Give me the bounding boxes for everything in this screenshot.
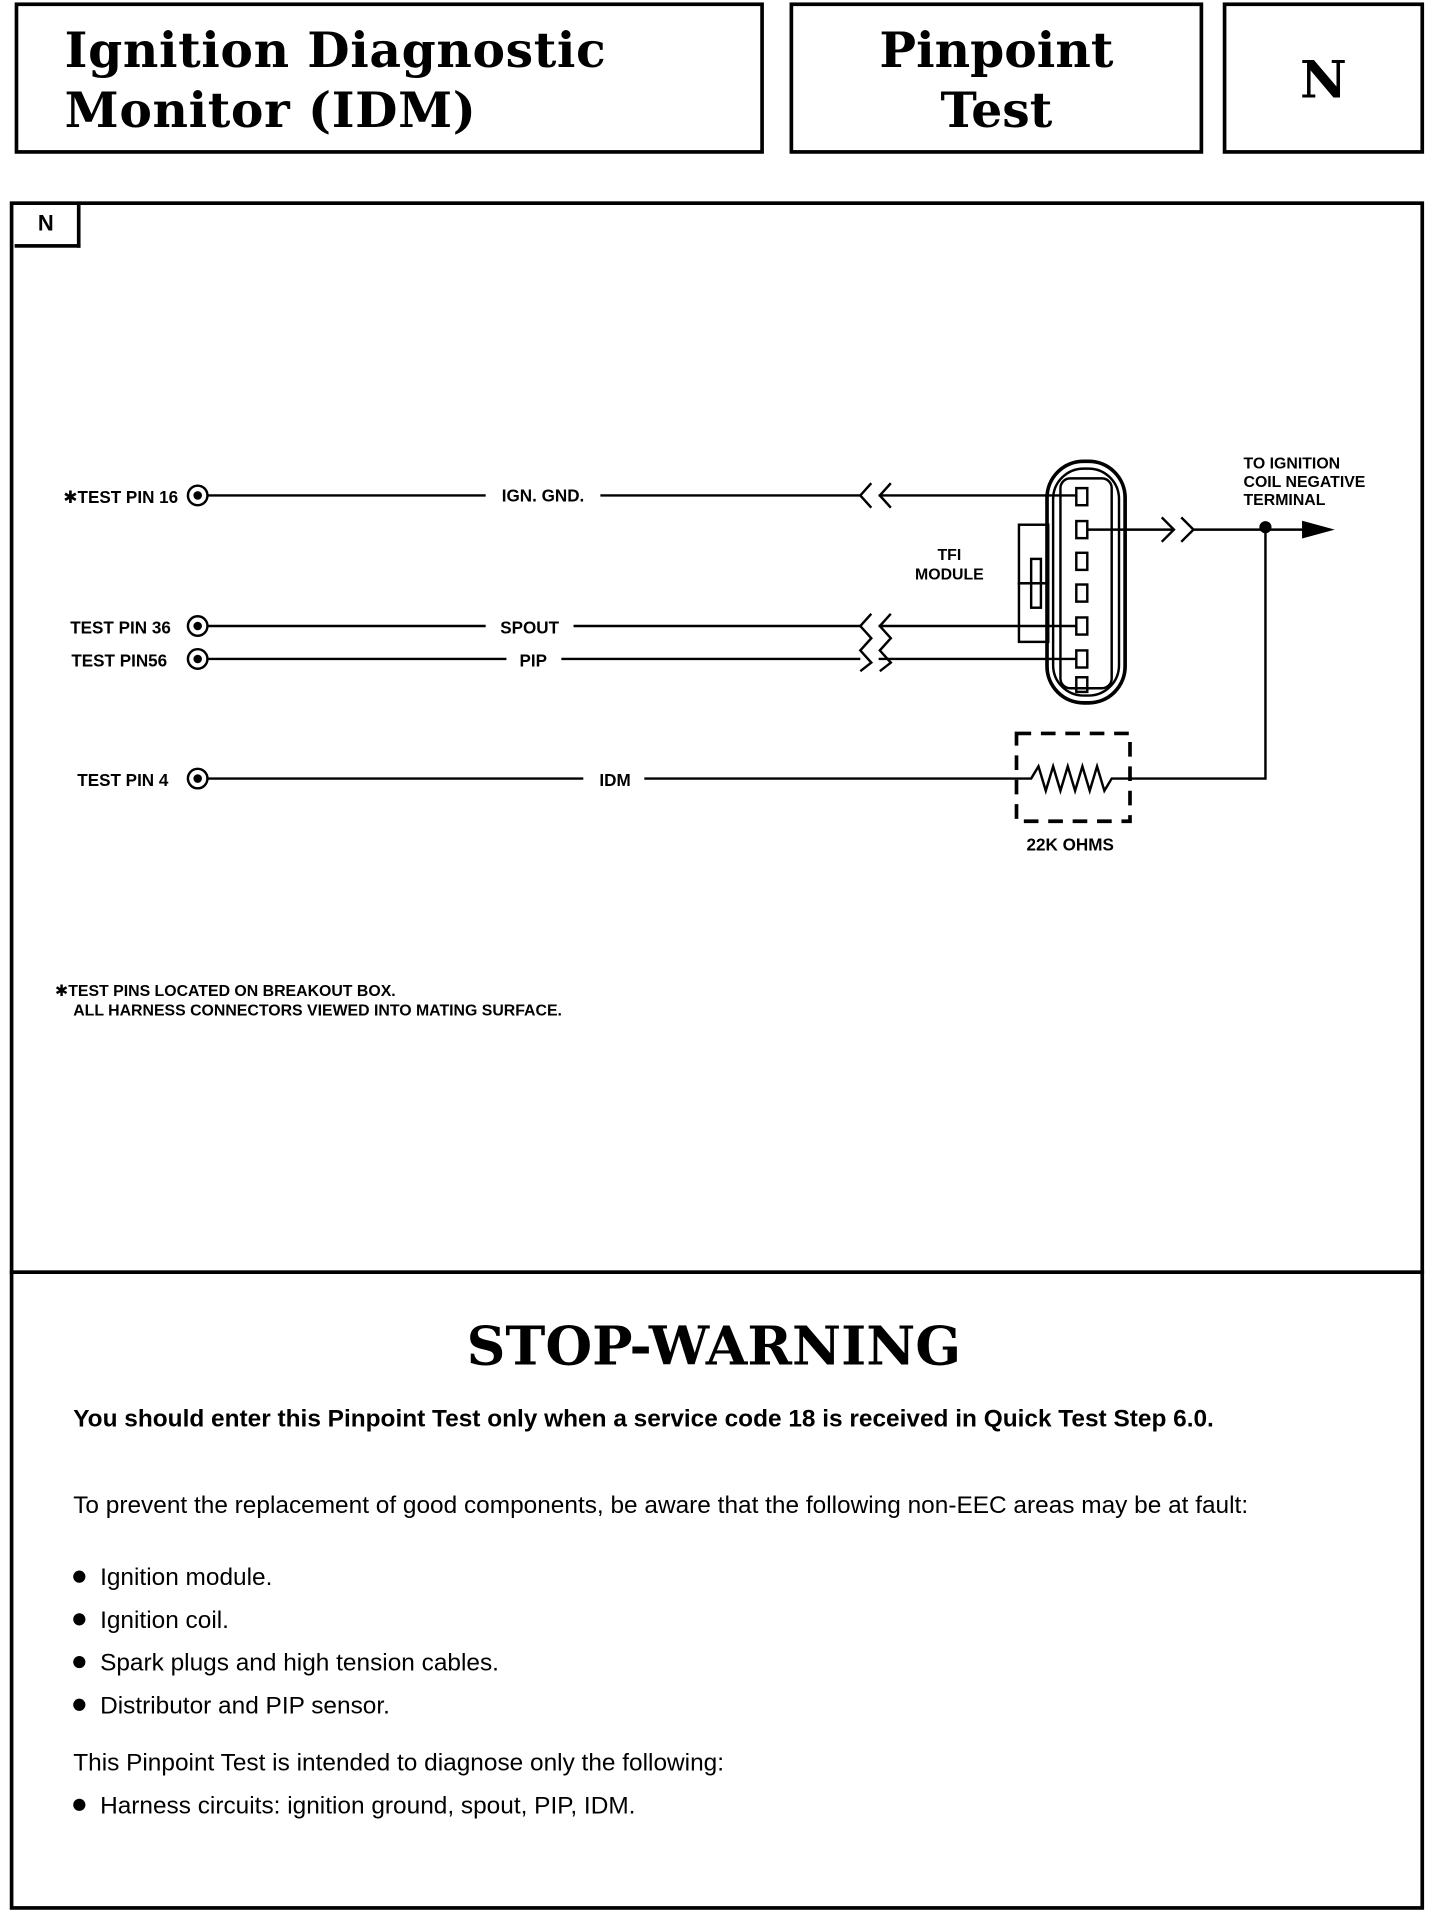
warning-title: STOP-WARNING bbox=[466, 1315, 962, 1378]
circuit-label: IGN. GND. bbox=[502, 487, 585, 506]
tfi-module-connector-icon bbox=[1017, 459, 1127, 705]
wiring-diagram: ✱TEST PIN 16 TEST PIN 36 TEST PIN56 TEST… bbox=[55, 456, 1365, 1020]
list-item: Distributor and PIP sensor. bbox=[73, 1691, 390, 1720]
circuit-label: SPOUT bbox=[500, 618, 559, 637]
list-item: Ignition coil. bbox=[73, 1606, 229, 1635]
title-line-1: Ignition Diagnostic bbox=[64, 21, 607, 80]
module-label: TFI bbox=[937, 547, 961, 564]
connector-chevron-icon bbox=[858, 482, 892, 509]
coil-label: TO IGNITION bbox=[1243, 456, 1340, 473]
bullet-icon bbox=[73, 1655, 86, 1669]
bullet-icon bbox=[73, 1798, 86, 1811]
test-pin-connector-icon bbox=[186, 647, 209, 670]
bullet-icon bbox=[73, 1698, 86, 1711]
wire-idm bbox=[207, 527, 1267, 780]
circuit-label: IDM bbox=[599, 771, 630, 790]
list-item: Spark plugs and high tension cables. bbox=[73, 1649, 499, 1678]
title-line-2: Monitor (IDM) bbox=[64, 81, 477, 140]
warning-paragraph: To prevent the replacement of good compo… bbox=[73, 1492, 1249, 1520]
resistor-icon bbox=[1016, 762, 1130, 796]
section-divider bbox=[9, 1270, 1425, 1274]
pin-label: TEST PIN 4 bbox=[77, 771, 169, 790]
arrow-icon bbox=[1302, 520, 1335, 539]
warning-paragraph: This Pinpoint Test is intended to diagno… bbox=[73, 1749, 725, 1777]
list-item-text: Ignition module. bbox=[100, 1564, 273, 1592]
coil-label: COIL NEGATIVE bbox=[1243, 474, 1365, 491]
list-item-text: Spark plugs and high tension cables. bbox=[100, 1649, 499, 1677]
test-id: N bbox=[1299, 50, 1347, 110]
warning-paragraph: You should enter this Pinpoint Test only… bbox=[73, 1405, 1214, 1433]
bullet-icon bbox=[73, 1570, 86, 1583]
kind-line-2: Test bbox=[940, 81, 1053, 140]
section-tag: N bbox=[14, 203, 81, 248]
list-item: Harness circuits: ignition ground, spout… bbox=[73, 1791, 635, 1820]
connector-chevron-icon bbox=[858, 612, 893, 673]
test-pin-connector-icon bbox=[186, 767, 209, 790]
page-title: Ignition Diagnostic Monitor (IDM) bbox=[65, 21, 607, 141]
list-item-text: Ignition coil. bbox=[100, 1607, 229, 1634]
header-id-box: N bbox=[1222, 2, 1425, 154]
pin-label: TEST PIN56 bbox=[71, 651, 167, 670]
test-pin-connector-icon bbox=[186, 484, 209, 507]
list-item-text: Harness circuits: ignition ground, spout… bbox=[100, 1792, 636, 1820]
bullet-icon bbox=[73, 1613, 86, 1626]
header-kind-box: Pinpoint Test bbox=[789, 2, 1204, 154]
coil-label: TERMINAL bbox=[1243, 492, 1325, 509]
kind-line-1: Pinpoint bbox=[879, 21, 1114, 80]
junction-dot bbox=[1259, 521, 1272, 534]
test-pin-connector-icon bbox=[186, 615, 209, 637]
footnote: ALL HARNESS CONNECTORS VIEWED INTO MATIN… bbox=[73, 1002, 562, 1019]
resistor-label: 22K OHMS bbox=[1027, 836, 1114, 855]
pin-label: ✱TEST PIN 16 bbox=[63, 488, 178, 507]
list-item-text: Distributor and PIP sensor. bbox=[100, 1692, 390, 1720]
list-item: Ignition module. bbox=[73, 1563, 272, 1592]
circuit-label: PIP bbox=[520, 651, 548, 670]
pin-label: TEST PIN 36 bbox=[70, 618, 171, 637]
header-title-box: Ignition Diagnostic Monitor (IDM) bbox=[14, 2, 764, 154]
module-label: MODULE bbox=[915, 567, 984, 584]
footnote: ✱TEST PINS LOCATED ON BREAKOUT BOX. bbox=[55, 983, 396, 1000]
main-panel bbox=[9, 201, 1425, 1910]
